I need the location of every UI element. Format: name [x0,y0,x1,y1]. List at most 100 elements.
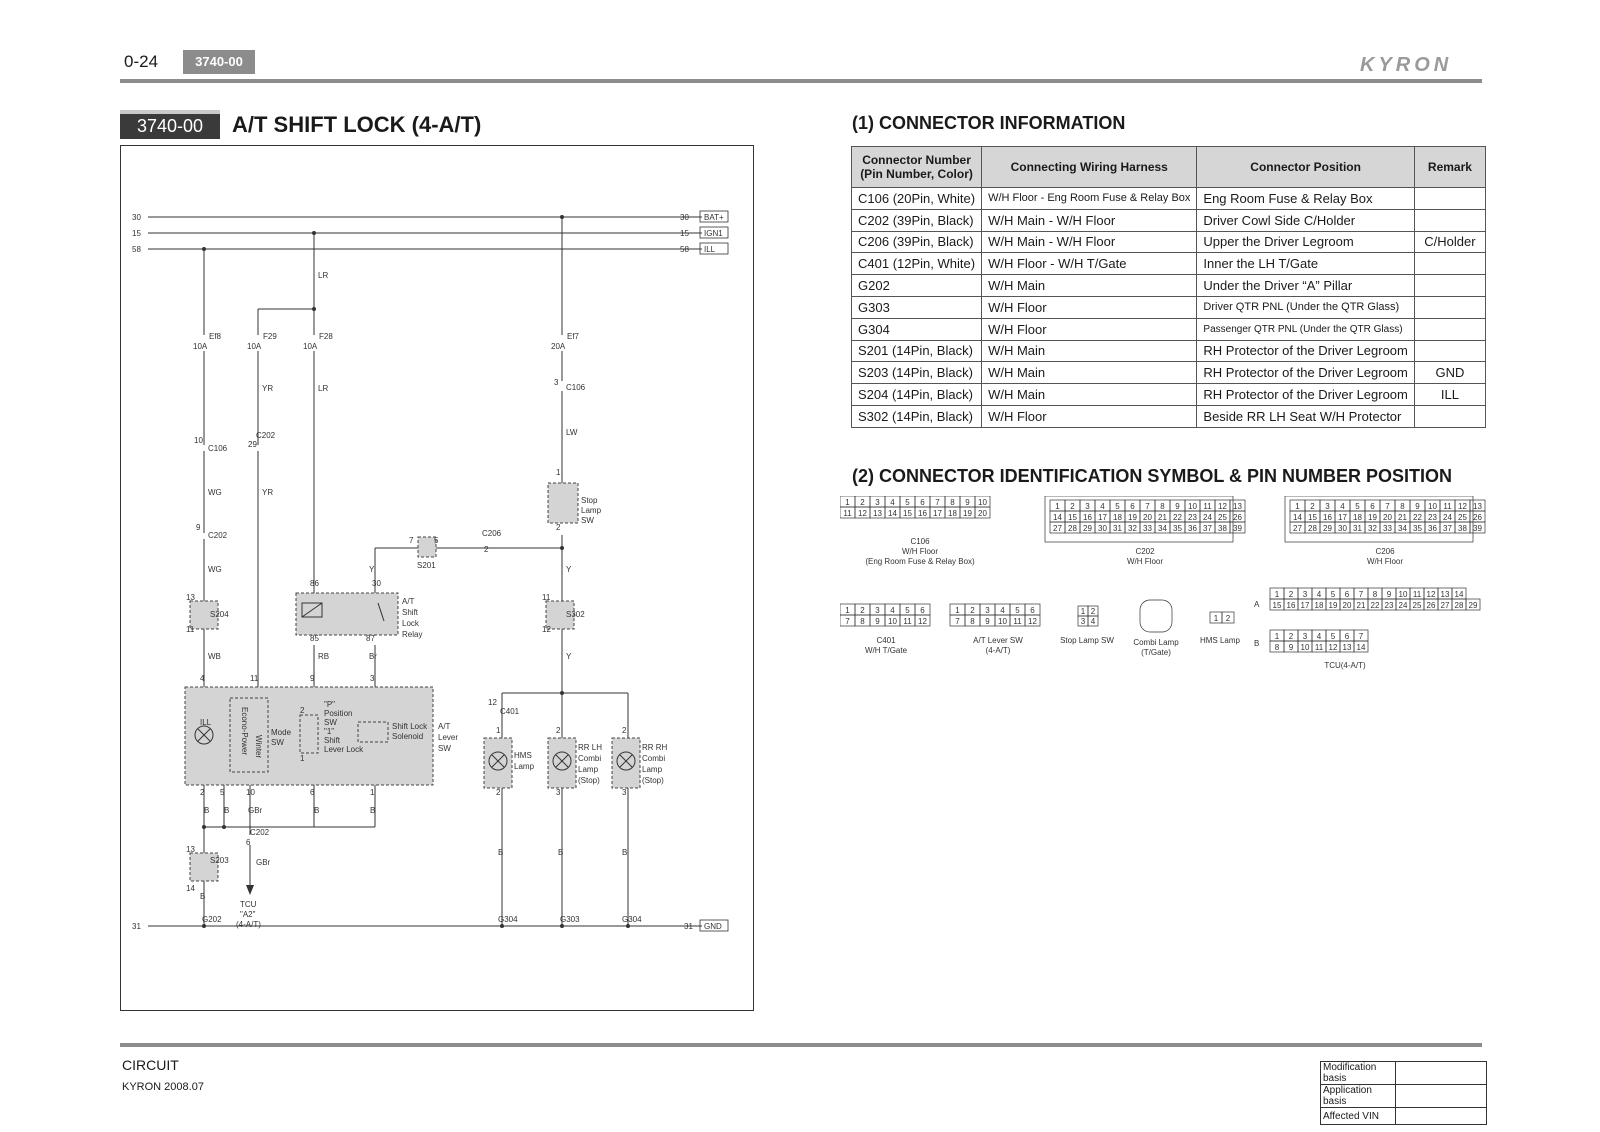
c206-pin-number: 39 [1473,524,1482,533]
fuse-f29-rating: 10A [247,342,262,351]
c106-pin-number: 16 [918,509,927,518]
cell: G304 [850,317,983,341]
cell: ILL [1413,383,1487,406]
cell: C206 (39Pin, Black) [850,230,983,254]
connector-information-table: Connector Number (Pin Number, Color) Con… [850,146,1487,428]
brand-logo: KYRON [1360,54,1453,76]
c206-pin-number: 23 [1428,513,1437,522]
col-connector-position: Connector Position [1196,146,1415,188]
fuse-f28: F28 [319,332,333,341]
tcu-a-pin-number: 24 [1399,601,1408,610]
c202-pin-number: 27 [1053,524,1062,533]
tcu-b-pin-number: 2 [1289,632,1294,641]
tcu-b-pin-number: 9 [1289,643,1294,652]
tcu-b-pin-number: 10 [1301,643,1310,652]
cell [1413,339,1487,363]
pin-6-c202: 6 [246,838,251,847]
pin-3-rrlh: 3 [556,788,561,797]
stop-lamp-sw-l1: Stop [581,496,598,505]
rr-rh-l4: (Stop) [642,776,664,785]
conn-c401: C401 [500,707,520,716]
c401-pin-number: 5 [905,606,910,615]
cell: Upper the Driver Legroom [1196,230,1415,254]
footer-divider [120,1043,1482,1047]
wire-rb: RB [318,652,329,661]
solenoid-l2: Solenoid [392,732,423,741]
wire-b-hms: B [498,848,503,857]
lever-sw-pin-number: 5 [1015,606,1020,615]
c106-pin-number: 11 [843,509,852,518]
tcu-a-pin-number: 1 [1275,590,1280,599]
conn-c106-stop: C106 [566,383,586,392]
c206-pin-number: 9 [1415,502,1420,511]
conn-s302: S302 [566,610,585,619]
c206-pin-number: 17 [1338,513,1347,522]
conn-c202-yr: C202 [256,431,276,440]
c106-pin-number: 13 [873,509,882,518]
cell: C401 (12Pin, White) [850,252,983,276]
rr-lh-l4: (Stop) [578,776,600,785]
tcu-a-pin-number: 14 [1455,590,1464,599]
tcu-a-pin-number: 29 [1469,601,1478,610]
wire-b-2: B [224,806,229,815]
tcu-row-b: B [1254,639,1259,648]
pin-10-bottom: 10 [246,788,255,797]
fuse-ef8-rating: 10A [193,342,208,351]
c401-pin-number: 8 [860,617,865,626]
rr-rh-l1: RR RH [642,743,668,752]
c106-pin-number: 19 [963,509,972,518]
affected-vin-label: Affected VIN [1320,1107,1396,1125]
combi-lamp-name: Combi Lamp [1133,638,1179,647]
psw-l5: Shift [324,736,341,745]
wiring-diagram-frame [120,145,754,1011]
cell: S302 (14Pin, Black) [850,404,983,428]
tcu-a-pin-number: 20 [1343,601,1352,610]
pin-87: 87 [366,634,375,643]
c206-pin-number: 33 [1383,524,1392,533]
wire-br: Br [369,652,377,661]
footer-model-date: KYRON 2008.07 [122,1081,204,1093]
lever-sw-pin-number: 1 [955,606,960,615]
c206-pin-number: 26 [1473,513,1482,522]
hms-lamp-l2: Lamp [514,762,535,771]
cell: Passenger QTR PNL (Under the QTR Glass) [1196,317,1415,341]
cell: W/H Floor [981,317,1198,341]
tcu-a-pin-number: 18 [1315,601,1324,610]
pin-11-s302: 11 [542,593,551,602]
tcu-a-pin-number: 10 [1399,590,1408,599]
lever-sw-pin-number: 3 [985,606,990,615]
pin-86: 86 [310,579,319,588]
c202-pin-number: 1 [1055,502,1060,511]
c106-note: (Eng Room Fuse & Relay Box) [865,557,975,566]
c106-pin-number: 18 [948,509,957,518]
c202-name: C202 [1135,547,1155,556]
c206-name: C206 [1375,547,1395,556]
hms-pin-cell [1221,611,1235,624]
wire-b-gnd: B [200,892,205,901]
mode-sw-l1: Mode [271,728,292,737]
lever-sw-l2: Lever [438,733,458,742]
wire-y-s201: Y [369,565,375,574]
c202-pin-number: 20 [1143,513,1152,522]
c401-pin-cell [914,614,931,627]
pin-1-psw: 1 [300,754,305,763]
c106-pin-number: 9 [965,498,970,507]
modification-basis-value [1395,1061,1487,1085]
pin-1-hms: 1 [496,726,501,735]
rr-rh-l3: Lamp [642,765,663,774]
rail-right-30: 30 [680,213,689,222]
lever-sw-pin-cell [1024,614,1041,627]
tcu-l3: (4-A/T) [236,920,261,929]
c206-pin-number: 11 [1443,502,1452,511]
pin-2-bottom: 2 [200,788,205,797]
rr-lh-l1: RR LH [578,743,602,752]
c202-pin-number: 14 [1053,513,1062,522]
fuse-f29: F29 [263,332,277,341]
c202-pin-number: 21 [1158,513,1167,522]
tcu-row-a: A [1254,600,1260,609]
c206-pin-number: 6 [1370,502,1375,511]
c106-pin-number: 3 [875,498,880,507]
wire-b-1: B [204,806,209,815]
